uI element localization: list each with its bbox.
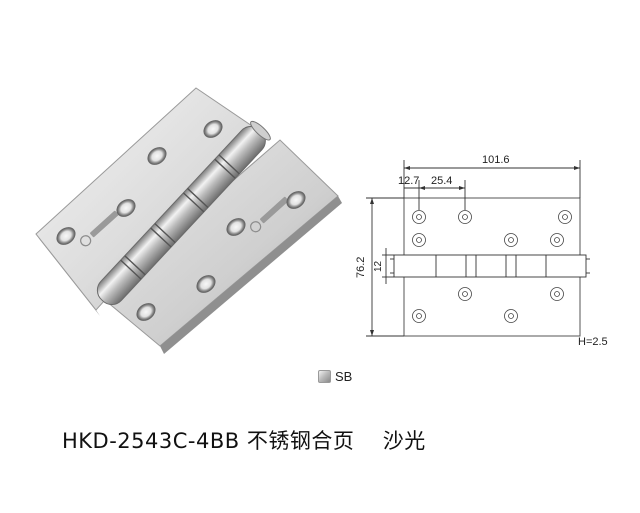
drawing-holes	[412, 210, 572, 323]
product-caption: HKD-2543C-4BB 不锈钢合页 沙光	[62, 425, 426, 455]
dim-width-label: 101.6	[482, 154, 510, 166]
product-name: 不锈钢合页	[246, 429, 355, 453]
thickness-label: H=2.5	[578, 336, 608, 348]
brand-mark-left	[80, 210, 119, 247]
dim-edge-label: 12.7	[398, 175, 419, 187]
hinge-knuckle	[96, 120, 271, 306]
brand-mark-right	[250, 196, 289, 233]
finish-code: SB	[335, 369, 353, 384]
technical-drawing	[366, 160, 590, 337]
drawing-knuckle-strip	[393, 254, 587, 278]
dim-height-label: 76.2	[355, 257, 367, 278]
dim-pitch-label: 25.4	[431, 175, 452, 187]
screw-holes	[56, 120, 306, 321]
product-model: HKD-2543C-4BB	[62, 429, 240, 453]
product-finish: 沙光	[382, 429, 426, 453]
finish-indicator: SB	[318, 369, 352, 384]
dim-knuckle-label: 12	[373, 260, 384, 272]
finish-swatch-icon	[318, 370, 331, 383]
